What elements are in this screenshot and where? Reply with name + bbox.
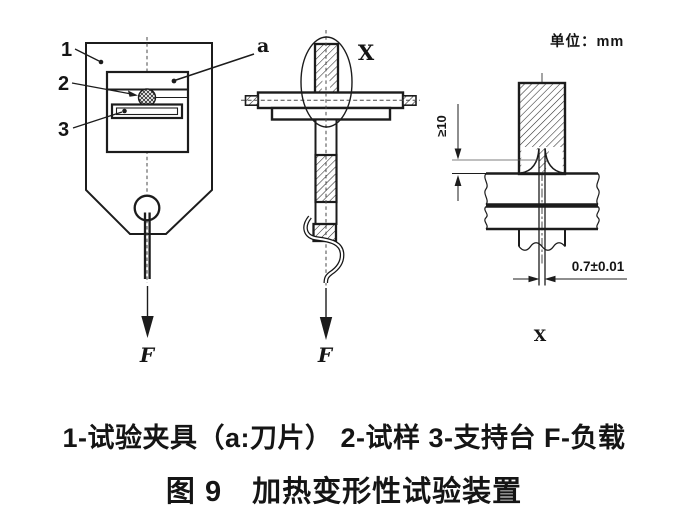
force-arrowhead-side <box>319 317 333 340</box>
part-label-2: 2 <box>58 73 69 95</box>
force-label-front: F <box>139 343 156 367</box>
dim07-arrow-left <box>544 275 556 283</box>
front-view: 1 2 3 a F <box>58 35 269 367</box>
plate2-break-right <box>596 206 600 230</box>
dim07-arrow-right <box>528 275 540 283</box>
cross-arm-lower <box>270 106 392 121</box>
part-label-1: 1 <box>61 39 72 61</box>
force-arrowhead-front <box>141 316 154 338</box>
load-hook-core <box>304 216 344 284</box>
guide-break-bottom <box>518 242 566 251</box>
leader-3-dot <box>122 108 127 114</box>
detail-x-caption: X <box>534 326 547 345</box>
plate1-break-left <box>484 173 488 205</box>
figure-drawing: 1 2 3 a F X F 单位：mm <box>58 30 627 367</box>
plate1-break-right <box>596 173 600 205</box>
support-platform-inner <box>115 107 179 116</box>
side-view: X F <box>241 30 420 367</box>
leader-a-dot <box>171 78 177 84</box>
plate2-break-left <box>484 206 488 230</box>
protrusion-dim-label: ≥10 <box>434 115 449 137</box>
leader-3 <box>72 111 123 129</box>
leader-1-dot <box>98 59 104 65</box>
fixture-hole <box>133 194 161 222</box>
leader-2 <box>71 82 135 96</box>
thickness-dim-label: 0.7±0.01 <box>572 259 625 274</box>
detail-x-label: X <box>358 40 375 65</box>
dim10-arrow-down <box>454 148 462 160</box>
leader-1 <box>74 48 100 62</box>
part-label-a: a <box>257 35 269 57</box>
figure-title: 图 9 加热变形性试验装置 <box>165 476 523 508</box>
unit-label: 单位：mm <box>550 32 624 50</box>
part-label-3: 3 <box>58 119 69 141</box>
leader-a <box>175 53 255 81</box>
leader-2-arrowhead <box>128 90 138 97</box>
force-label-side: F <box>317 343 334 367</box>
dim10-arrow-up <box>454 175 462 186</box>
detail-callout-circle <box>300 36 353 128</box>
figure-legend: 1-试验夹具（a:刀片） 2-试样 3-支持台 F-负载 <box>62 423 626 453</box>
detail-view: 单位：mm ≥10 0.7±0.01 X <box>434 32 627 345</box>
